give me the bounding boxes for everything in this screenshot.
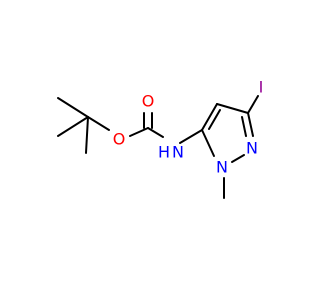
bond-oxygen-carbonyl-carbon xyxy=(129,127,149,137)
amide-hydrogen-label: H xyxy=(158,143,170,162)
bond-ring-c5-c4-inner xyxy=(208,109,221,130)
bond-nitrogen-ring xyxy=(179,129,203,144)
bond-tbu-oxygen xyxy=(87,116,110,131)
bond-ring-c3-n2-inner xyxy=(241,116,247,137)
ring-nitrogen-1-label: N xyxy=(216,158,228,177)
bond-tbu-methyl-bottom xyxy=(85,116,89,154)
iodine-label: I xyxy=(259,78,264,97)
carbonyl-oxygen-label: O xyxy=(142,92,155,111)
bond-ring-c3-n2 xyxy=(247,112,254,137)
bond-ring-c5-c4 xyxy=(201,103,218,131)
amide-nitrogen-label: N xyxy=(172,143,184,162)
bond-ring-c4-c3 xyxy=(216,103,249,114)
bond-ring-n2-n1 xyxy=(231,154,245,163)
atom-labels: O O H N N N I xyxy=(113,78,264,177)
bonds xyxy=(57,95,259,199)
ring-nitrogen-2-label: N xyxy=(246,139,258,158)
bond-ring-n1-c5 xyxy=(201,129,215,157)
bond-tbu-methyl-top xyxy=(57,97,89,118)
bond-tbu-methyl-left xyxy=(57,116,89,137)
molecule-structure: O O H N N N I xyxy=(57,78,264,199)
ester-oxygen-label: O xyxy=(113,130,126,149)
bond-carbonyl-carbon-nitrogen xyxy=(147,127,164,138)
bond-c3-iodine xyxy=(247,95,259,114)
